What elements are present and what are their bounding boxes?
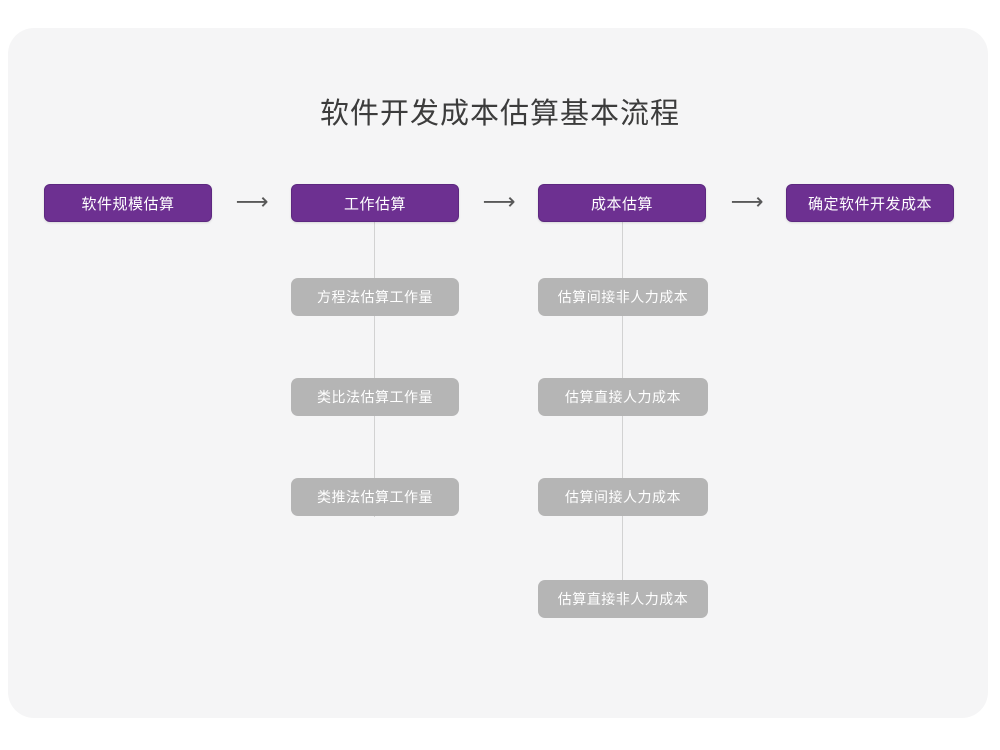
substep-box-stage-3-2[interactable]: 估算直接人力成本 [538, 378, 708, 416]
stage-box-1[interactable]: 软件规模估算 [44, 184, 212, 222]
substep-label: 方程法估算工作量 [317, 289, 433, 305]
stage-box-2-label: 工作估算 [343, 195, 406, 213]
substep-box-stage-2-3[interactable]: 类推法估算工作量 [291, 478, 459, 516]
stage-box-3-label: 成本估算 [590, 195, 653, 213]
substep-box-stage-2-1[interactable]: 方程法估算工作量 [291, 278, 459, 316]
stage-box-1-label: 软件规模估算 [81, 195, 175, 213]
stage-box-3[interactable]: 成本估算 [538, 184, 706, 222]
substep-label: 估算直接非人力成本 [557, 591, 689, 607]
arrow-icon-stage-3-to-4: ⟶ [730, 188, 764, 214]
substep-label: 估算间接人力成本 [565, 489, 681, 505]
substep-label: 估算直接人力成本 [565, 389, 681, 405]
substep-box-stage-3-4[interactable]: 估算直接非人力成本 [538, 580, 708, 618]
substep-box-stage-3-1[interactable]: 估算间接非人力成本 [538, 278, 708, 316]
stage-box-4[interactable]: 确定软件开发成本 [786, 184, 954, 222]
page-title: 软件开发成本估算基本流程 [319, 98, 680, 130]
stage-box-4-label: 确定软件开发成本 [807, 195, 932, 213]
substep-label: 类比法估算工作量 [317, 389, 433, 405]
connector-line-stage-2 [374, 217, 375, 517]
arrow-icon-stage-2-to-3: ⟶ [482, 188, 516, 214]
substep-label: 估算间接非人力成本 [557, 289, 689, 305]
substep-box-stage-2-2[interactable]: 类比法估算工作量 [291, 378, 459, 416]
arrow-icon-stage-1-to-2: ⟶ [235, 188, 269, 214]
connector-line-stage-3 [622, 217, 623, 617]
stage-box-2[interactable]: 工作估算 [291, 184, 459, 222]
substep-box-stage-3-3[interactable]: 估算间接人力成本 [538, 478, 708, 516]
diagram-card [8, 28, 988, 718]
substep-label: 类推法估算工作量 [317, 489, 433, 505]
